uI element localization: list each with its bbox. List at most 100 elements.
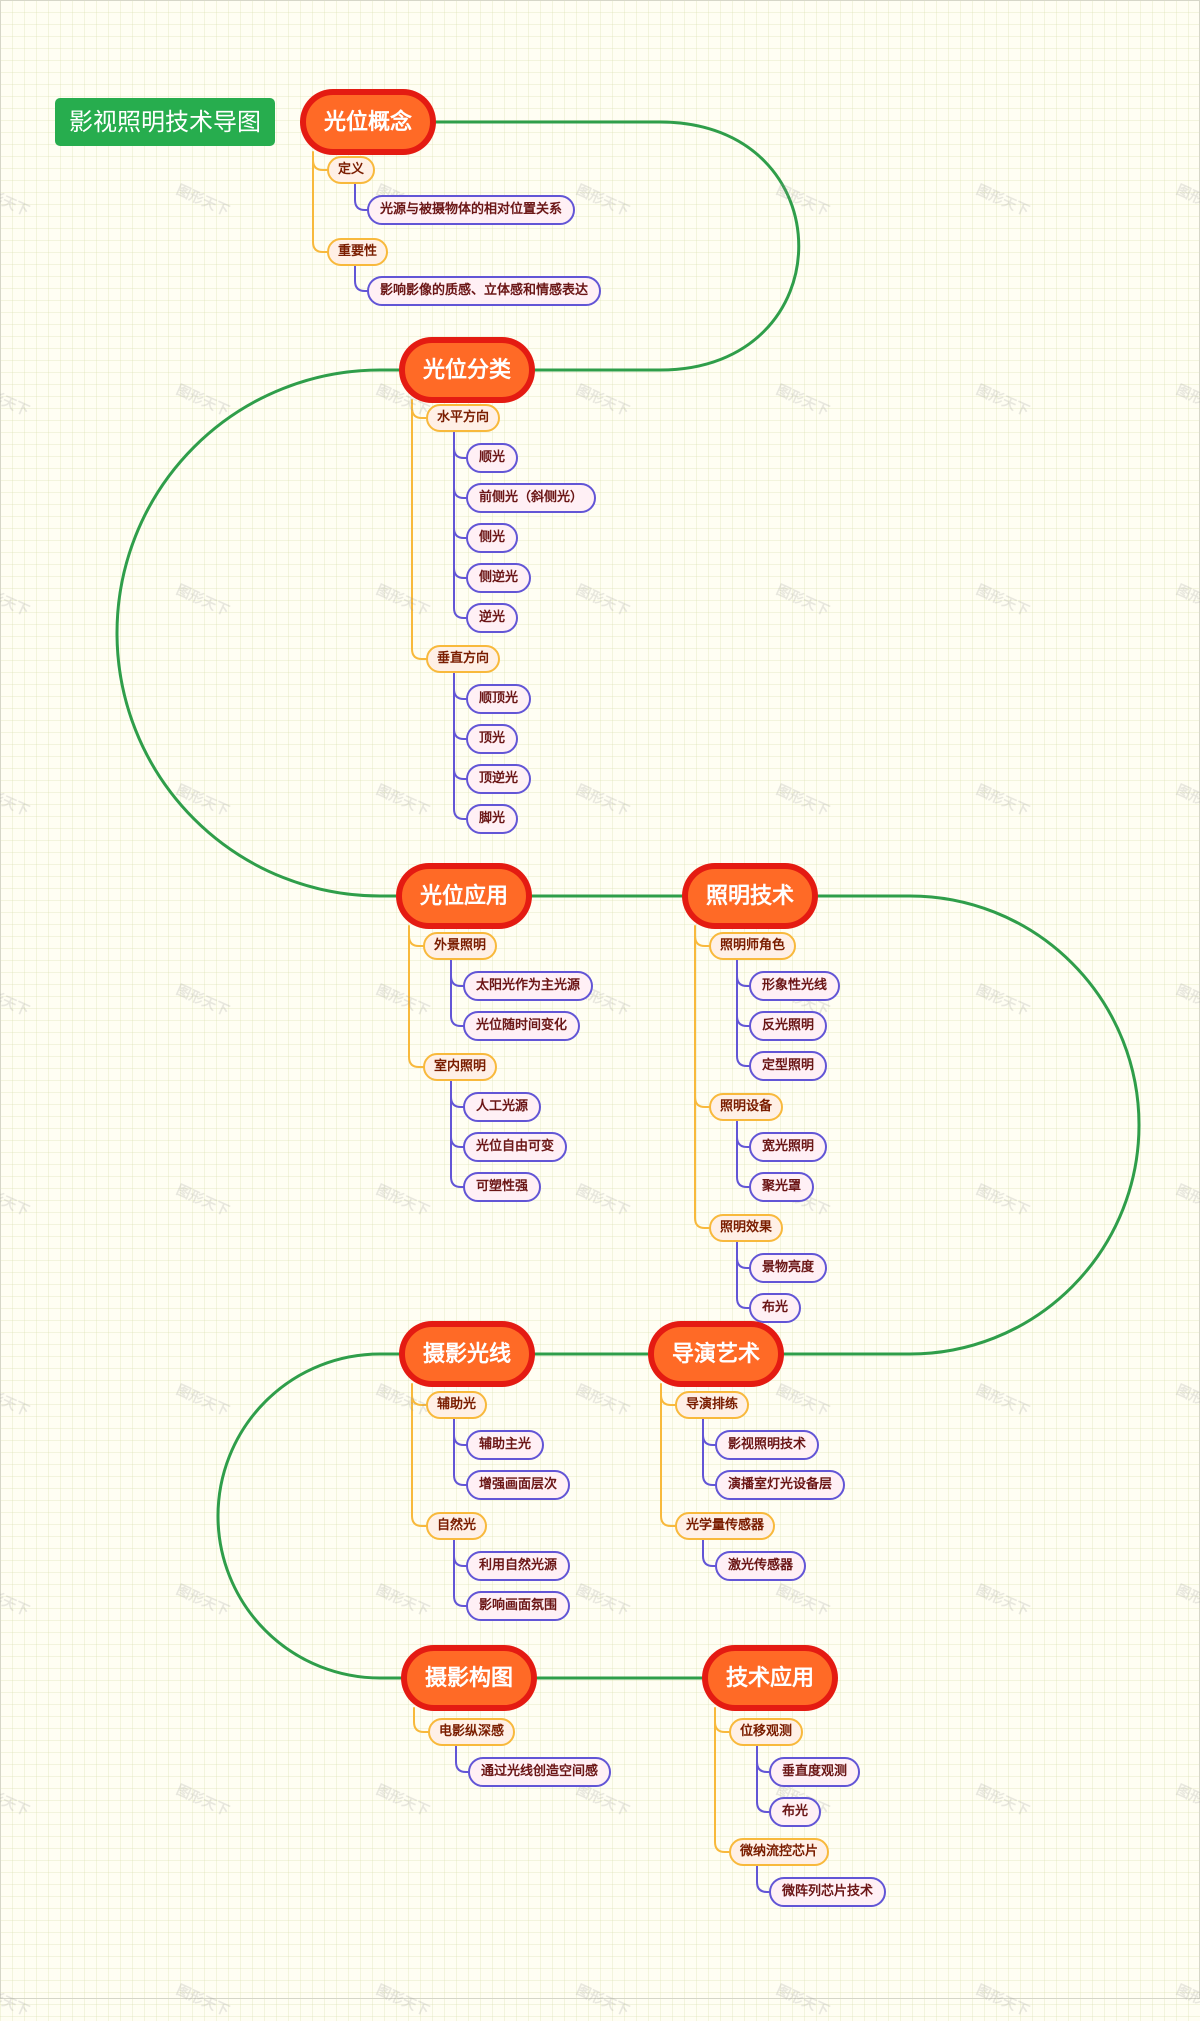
main-link xyxy=(778,894,1141,1356)
leaf-link xyxy=(702,1418,716,1486)
subtopic-node: 室内照明 xyxy=(423,1053,498,1081)
leaf-link xyxy=(453,1418,467,1486)
leaf-link xyxy=(450,959,464,1027)
leaf-node: 前侧光（斜侧光） xyxy=(466,483,597,513)
leaf-node: 光源与被摄物体的相对位置关系 xyxy=(367,195,576,225)
branch-link xyxy=(660,1383,672,1527)
subtopic-node: 垂直方向 xyxy=(426,645,501,673)
subtopic-node: 照明效果 xyxy=(709,1214,784,1242)
leaf-node: 可塑性强 xyxy=(463,1172,542,1202)
branch-link xyxy=(411,399,423,660)
leaf-link xyxy=(450,1080,464,1188)
subtopic-node: 照明师角色 xyxy=(709,932,797,960)
leaf-node: 顺顶光 xyxy=(466,684,532,714)
leaf-link xyxy=(736,1241,750,1309)
main-link xyxy=(430,120,801,372)
leaf-node: 逆光 xyxy=(466,603,519,633)
main-topic-node: 导演艺术 xyxy=(649,1323,783,1385)
branch-link xyxy=(312,159,328,171)
branch-link xyxy=(694,1096,710,1108)
main-topic-node: 光位分类 xyxy=(400,339,534,401)
leaf-link xyxy=(756,1865,770,1893)
leaf-node: 辅助主光 xyxy=(466,1430,545,1460)
leaf-link xyxy=(453,1555,467,1567)
leaf-link xyxy=(453,728,467,740)
leaf-node: 反光照明 xyxy=(749,1011,828,1041)
leaf-link xyxy=(354,265,368,292)
leaf-node: 侧逆光 xyxy=(466,563,532,593)
main-topic-node: 技术应用 xyxy=(703,1647,837,1709)
leaf-link xyxy=(756,1745,770,1813)
leaf-node: 垂直度观测 xyxy=(769,1757,861,1787)
leaf-node: 影响影像的质感、立体感和情感表达 xyxy=(367,276,602,306)
leaf-link xyxy=(450,1136,464,1148)
leaf-node: 景物亮度 xyxy=(749,1253,828,1283)
leaf-node: 通过光线创造空间感 xyxy=(468,1757,612,1787)
subtopic-node: 位移观测 xyxy=(729,1718,804,1746)
leaf-node: 太阳光作为主光源 xyxy=(463,971,594,1001)
leaf-node: 布光 xyxy=(749,1293,802,1323)
leaf-node: 形象性光线 xyxy=(749,971,841,1001)
leaf-node: 宽光照明 xyxy=(749,1132,828,1162)
leaf-link xyxy=(736,1120,750,1188)
subtopic-node: 微纳流控芯片 xyxy=(729,1838,830,1866)
main-topic-node: 光位概念 xyxy=(301,91,435,153)
leaf-link xyxy=(453,431,467,619)
leaf-link xyxy=(453,1539,467,1607)
main-topic-node: 摄影光线 xyxy=(400,1323,534,1385)
leaf-link xyxy=(453,487,467,499)
branch-link xyxy=(411,407,427,419)
subtopic-node: 水平方向 xyxy=(426,404,501,432)
branch-link xyxy=(660,1394,676,1406)
leaf-link xyxy=(453,672,467,820)
subtopic-node: 照明设备 xyxy=(709,1093,784,1121)
leaf-node: 脚光 xyxy=(466,804,519,834)
subtopic-node: 电影纵深感 xyxy=(428,1718,516,1746)
leaf-link xyxy=(756,1761,770,1773)
leaf-node: 利用自然光源 xyxy=(466,1551,571,1581)
leaf-link xyxy=(450,1096,464,1108)
subtopic-node: 自然光 xyxy=(426,1512,488,1540)
main-link xyxy=(115,368,402,898)
leaf-node: 侧光 xyxy=(466,523,519,553)
leaf-link xyxy=(702,1539,716,1567)
leaf-link xyxy=(702,1434,716,1446)
leaf-link xyxy=(453,768,467,780)
branch-link xyxy=(312,151,324,253)
leaf-link xyxy=(354,183,368,211)
leaf-link xyxy=(453,688,467,700)
subtopic-node: 重要性 xyxy=(327,238,389,266)
leaf-node: 顶光 xyxy=(466,724,519,754)
branch-link xyxy=(714,1707,726,1853)
branch-link xyxy=(411,1394,427,1406)
leaf-link xyxy=(736,1136,750,1148)
subtopic-node: 外景照明 xyxy=(423,932,498,960)
leaf-node: 增强画面层次 xyxy=(466,1470,571,1500)
leaf-link xyxy=(736,975,750,987)
leaf-node: 微阵列芯片技术 xyxy=(769,1877,887,1907)
leaf-node: 顺光 xyxy=(466,443,519,473)
subtopic-node: 导演排练 xyxy=(675,1391,750,1419)
main-topic-node: 照明技术 xyxy=(683,865,817,927)
leaf-node: 定型照明 xyxy=(749,1051,828,1081)
leaf-node: 光位自由可变 xyxy=(463,1132,568,1162)
leaf-link xyxy=(736,1015,750,1027)
leaf-link xyxy=(455,1745,469,1773)
leaf-link xyxy=(453,1434,467,1446)
leaf-node: 光位随时间变化 xyxy=(463,1011,581,1041)
leaf-link xyxy=(453,527,467,539)
subtopic-node: 定义 xyxy=(327,156,376,184)
leaf-node: 影响画面氛围 xyxy=(466,1591,571,1621)
branch-link xyxy=(413,1707,425,1733)
subtopic-node: 光学量传感器 xyxy=(675,1512,776,1540)
leaf-node: 顶逆光 xyxy=(466,764,532,794)
leaf-node: 影视照明技术 xyxy=(715,1430,820,1460)
leaf-node: 人工光源 xyxy=(463,1092,542,1122)
leaf-node: 激光传感器 xyxy=(715,1551,807,1581)
branch-link xyxy=(714,1721,730,1733)
map-title: 影视照明技术导图 xyxy=(55,98,275,146)
branch-link xyxy=(408,935,424,947)
leaf-node: 布光 xyxy=(769,1797,822,1827)
leaf-link xyxy=(450,975,464,987)
